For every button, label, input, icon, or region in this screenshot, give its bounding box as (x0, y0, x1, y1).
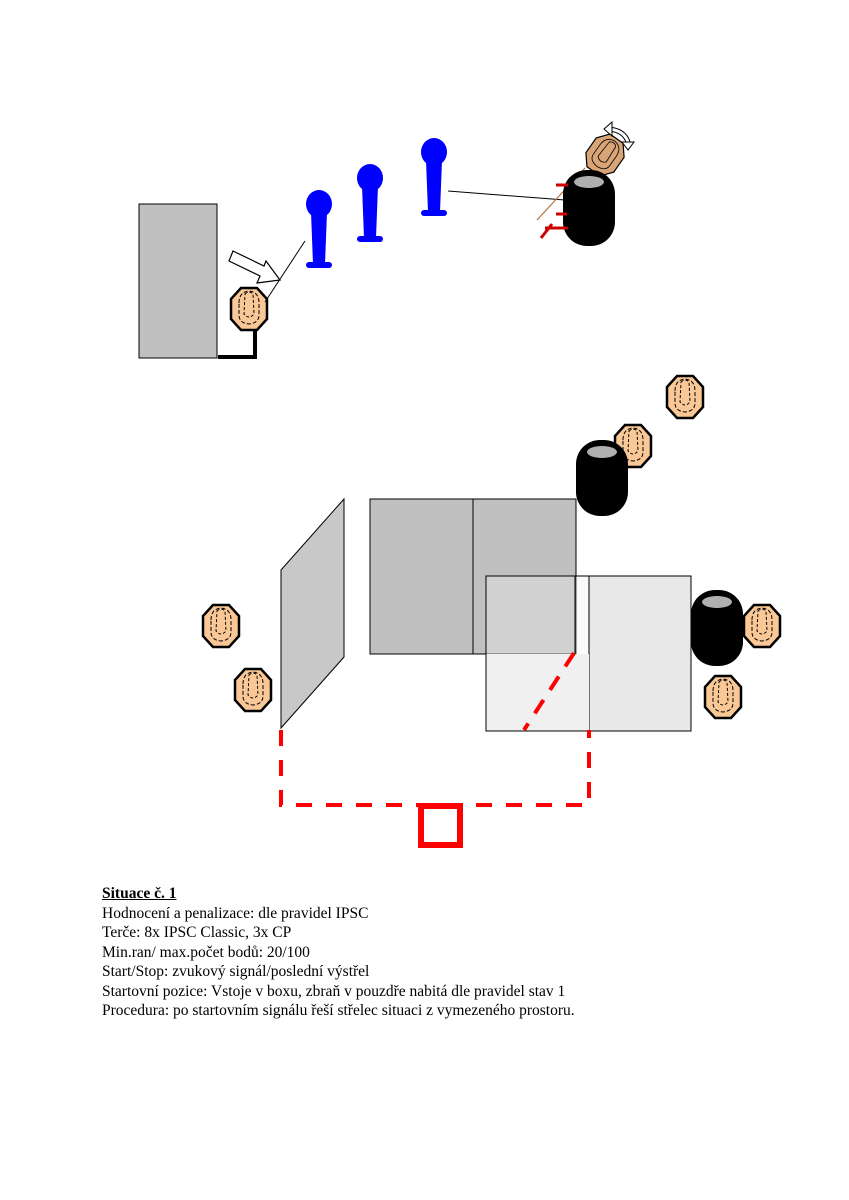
scoring-line: Hodnocení a penalizace: dle pravidel IPS… (102, 904, 369, 922)
wall-upper-left (138, 203, 218, 359)
barrel (576, 440, 628, 516)
ipsc-target (665, 374, 705, 420)
target-stand (539, 183, 568, 239)
ipsc-target (703, 674, 743, 720)
procedure-line: Procedura: po startovním signálu řeší st… (102, 1002, 575, 1019)
ipsc-target (229, 286, 269, 332)
start-position-line: Startovní pozice: Vstoje v boxu, zbraň v… (102, 982, 566, 1000)
targets-line: Terče: 8x IPSC Classic, 3x CP (102, 924, 292, 941)
stage-description: Situace č. 1 Hodnocení a penalizace: dle… (102, 884, 575, 1021)
popper-2 (357, 164, 383, 242)
barrel-upper (563, 170, 615, 246)
popper-3 (421, 138, 447, 216)
rounds-points-line: Min.ran/ max.počet bodů: 20/100 (102, 943, 310, 961)
start-stop-line: Start/Stop: zvukový signál/poslední výst… (102, 963, 370, 980)
shooting-area-boundary (279, 730, 591, 807)
popper-1 (306, 190, 332, 268)
ipsc-target (201, 603, 241, 649)
fault-line-diagonal (522, 651, 576, 732)
stage-title: Situace č. 1 (102, 885, 177, 902)
start-box (418, 803, 463, 848)
direction-arrow-icon (228, 250, 282, 284)
stage-diagram (138, 120, 782, 848)
ipsc-target (233, 667, 273, 713)
wall-light-right (588, 575, 692, 732)
swinging-target (536, 120, 635, 221)
barrel (691, 590, 743, 666)
wall-diagonal (280, 497, 345, 730)
activation-line (447, 190, 566, 201)
activation-cable (218, 330, 257, 359)
ipsc-target (742, 603, 782, 649)
activation-line (264, 240, 306, 303)
wall-dark-left (369, 498, 474, 655)
